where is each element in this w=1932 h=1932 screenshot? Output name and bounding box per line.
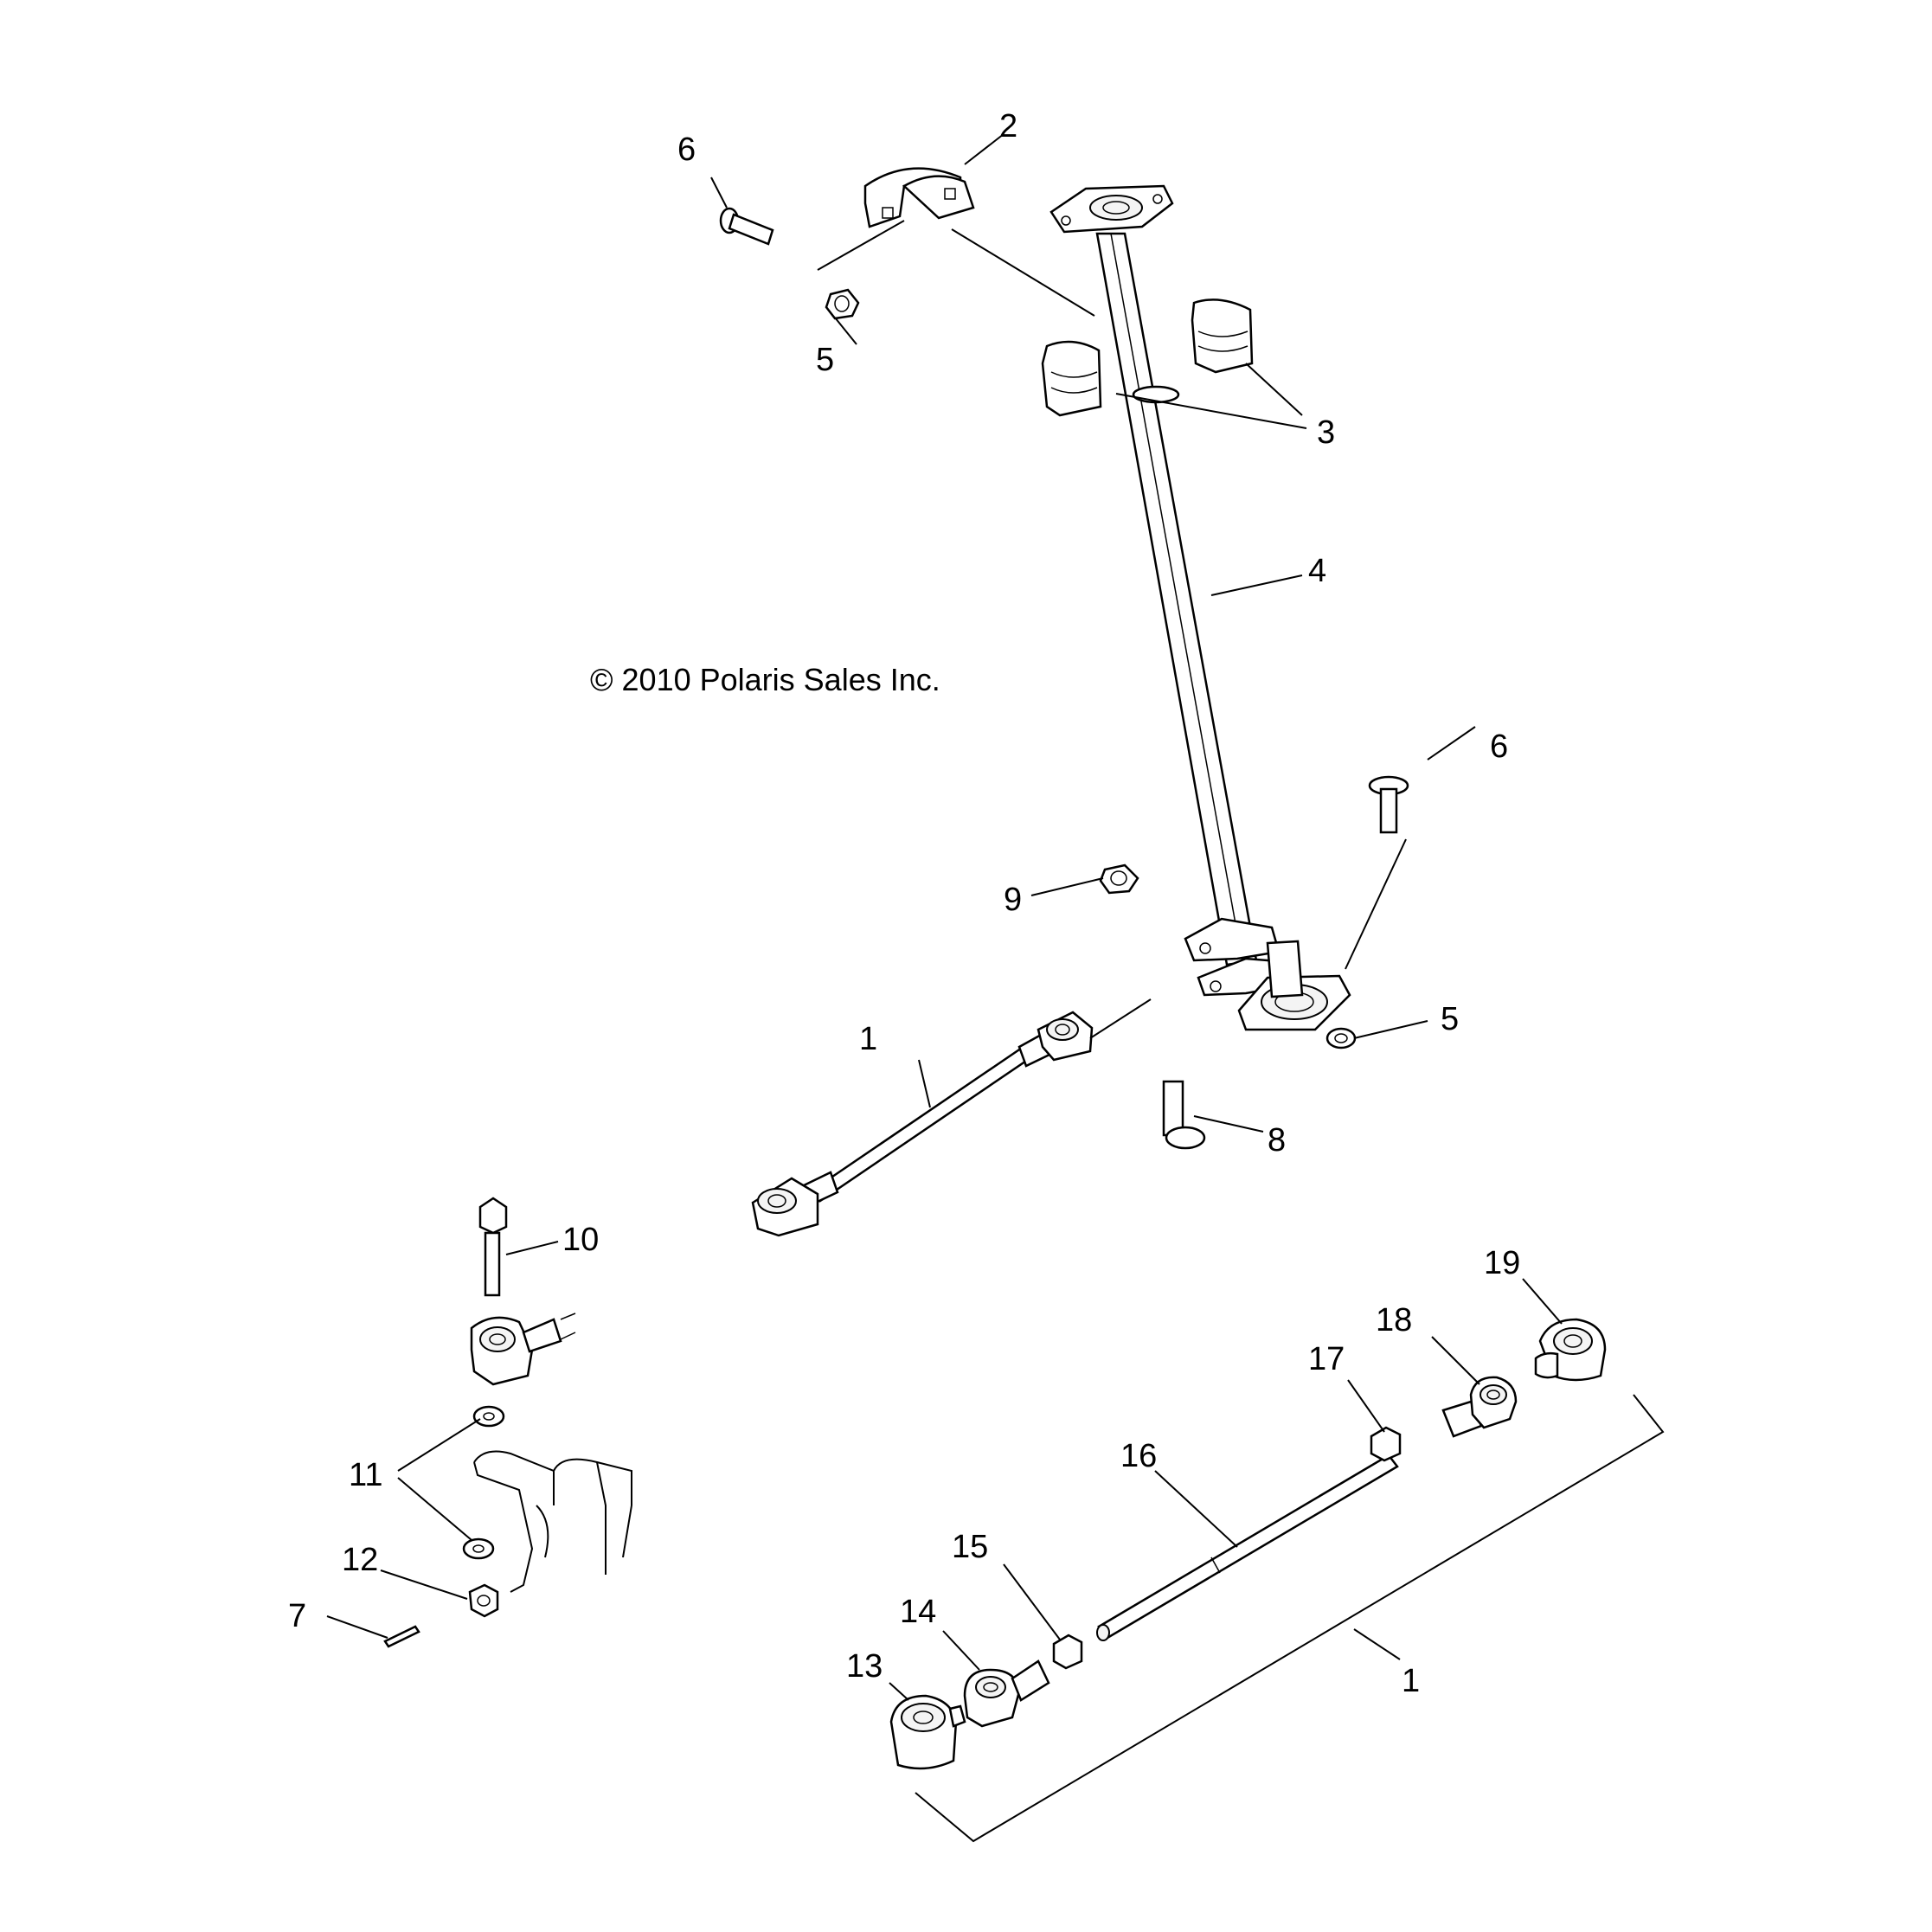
part-housing-19	[1534, 1318, 1607, 1382]
part-nut-12	[468, 1583, 499, 1618]
part-bolt-10	[478, 1197, 508, 1297]
callouts: 2 6 5 3 4 6 9 5 1 8 10 19 18 17 16 11 15…	[288, 108, 1520, 1699]
part-tie-rod-assembled	[751, 1011, 1094, 1237]
callout-4: 4	[1308, 553, 1326, 589]
callout-16: 16	[1120, 1438, 1157, 1474]
callout-2: 2	[999, 108, 1017, 144]
callout-19: 19	[1484, 1245, 1520, 1281]
part-clamp	[863, 167, 975, 228]
part-spindle-arm	[473, 1450, 632, 1593]
callout-7: 7	[288, 1598, 306, 1634]
callout-11: 11	[349, 1457, 382, 1493]
callout-18: 18	[1376, 1302, 1412, 1338]
callout-10: 10	[562, 1222, 599, 1258]
part-bushing-left	[1041, 340, 1102, 417]
callout-9: 9	[1004, 882, 1022, 918]
part-bushing-right	[1191, 298, 1254, 374]
part-bolt-8	[1162, 1080, 1206, 1150]
part-washer-11-upper	[472, 1405, 505, 1428]
part-bolt-mid	[1368, 775, 1409, 834]
callout-6-mid: 6	[1490, 729, 1508, 765]
part-rod-end-18	[1441, 1376, 1518, 1438]
part-bolt-top	[719, 207, 774, 246]
part-nut-mid	[1325, 1027, 1357, 1049]
callout-14: 14	[900, 1594, 936, 1630]
part-jam-nut-15	[1052, 1634, 1083, 1670]
callout-8: 8	[1268, 1122, 1286, 1159]
callout-1-upper: 1	[859, 1021, 877, 1057]
part-tie-rod-shaft	[1096, 1454, 1399, 1641]
callout-17: 17	[1308, 1341, 1345, 1377]
callout-13: 13	[846, 1648, 883, 1685]
callout-12: 12	[342, 1542, 378, 1578]
part-jam-nut-17	[1370, 1426, 1402, 1462]
leader-lines	[326, 133, 1665, 1843]
part-washer-11-lower	[462, 1537, 495, 1560]
callout-1-lower: 1	[1402, 1663, 1420, 1699]
part-housing-13	[889, 1694, 966, 1770]
part-rod-end-14	[963, 1659, 1050, 1728]
part-nut-9	[1099, 863, 1139, 895]
callout-15: 15	[952, 1529, 988, 1565]
copyright-text: © 2010 Polaris Sales Inc.	[590, 662, 940, 697]
part-nut-top	[825, 288, 860, 320]
callout-5-top: 5	[816, 342, 834, 378]
part-cotter-pin	[383, 1625, 420, 1648]
part-rod-end-left	[470, 1313, 576, 1386]
callout-5-mid: 5	[1441, 1001, 1459, 1037]
callout-6-top: 6	[677, 132, 696, 168]
callout-3: 3	[1317, 414, 1335, 451]
